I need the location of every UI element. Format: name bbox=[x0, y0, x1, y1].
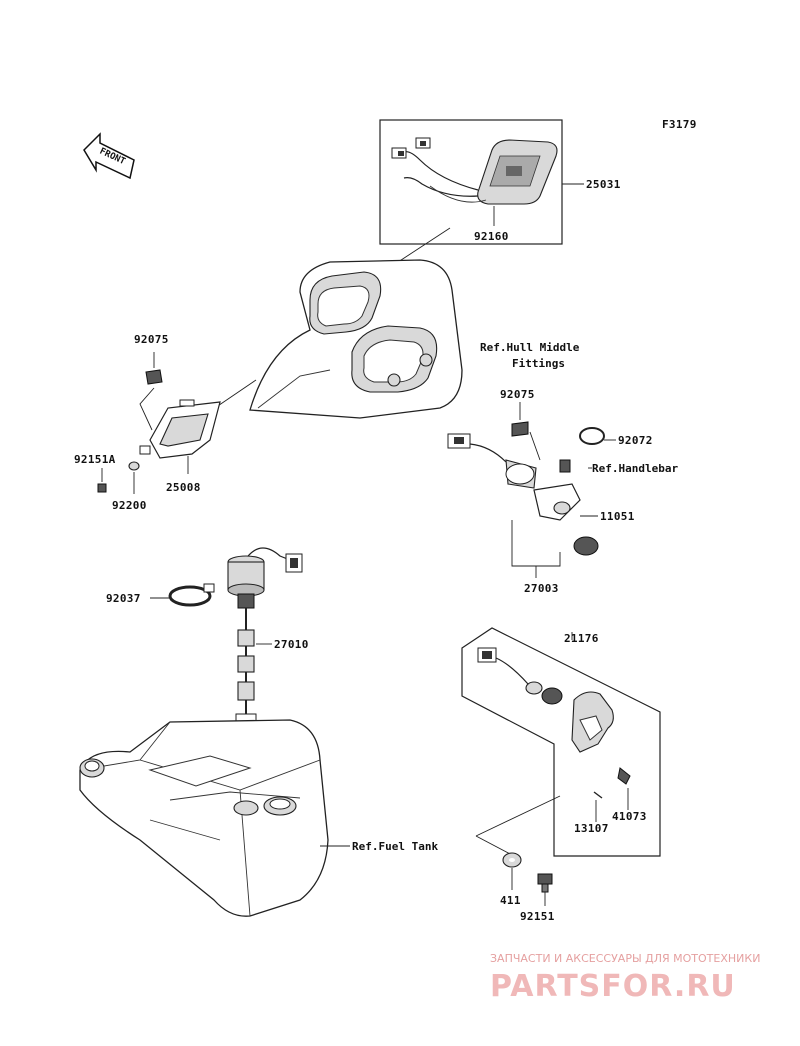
label-92075-left: 92075 bbox=[134, 333, 169, 346]
watermark-tagline: ЗАПЧАСТИ И АКСЕССУАРЫ ДЛЯ МОТОТЕХНИКИ bbox=[490, 952, 760, 965]
clip-92075-left bbox=[139, 352, 163, 431]
fuel-tank bbox=[79, 719, 350, 917]
label-92072: 92072 bbox=[618, 434, 653, 447]
gauge-box-21176 bbox=[461, 627, 661, 857]
label-92200: 92200 bbox=[112, 499, 147, 512]
label-25008: 25008 bbox=[166, 481, 201, 494]
washer-92200 bbox=[128, 461, 140, 494]
bolt-92151 bbox=[537, 873, 553, 906]
label-411: 411 bbox=[500, 894, 521, 907]
label-92160: 92160 bbox=[474, 230, 509, 243]
label-21176: 21176 bbox=[564, 632, 599, 645]
bracket-25008 bbox=[139, 399, 221, 474]
label-92037: 92037 bbox=[106, 592, 141, 605]
screw-92151a bbox=[97, 468, 107, 493]
meter-assembly bbox=[379, 119, 584, 245]
switch-11051 bbox=[447, 433, 599, 578]
label-41073: 41073 bbox=[612, 810, 647, 823]
hull-panel bbox=[249, 259, 463, 419]
clip-92075-right bbox=[511, 402, 541, 461]
figure-code: F3179 bbox=[662, 118, 697, 131]
label-92151: 92151 bbox=[520, 910, 555, 923]
ref-handlebar: Ref.Handlebar bbox=[592, 462, 678, 475]
label-27010: 27010 bbox=[274, 638, 309, 651]
fuel-sender-27010 bbox=[227, 547, 303, 728]
ref-hull-line1: Ref.Hull Middle bbox=[480, 341, 580, 354]
clamp-92037 bbox=[150, 583, 215, 607]
nut-411 bbox=[502, 852, 522, 890]
label-92151a: 92151A bbox=[74, 453, 116, 466]
ref-hull-line2: Fittings bbox=[512, 357, 565, 370]
label-92075-right: 92075 bbox=[500, 388, 535, 401]
ref-fuel-tank: Ref.Fuel Tank bbox=[352, 840, 438, 853]
label-13107: 13107 bbox=[574, 822, 609, 835]
front-arrow-icon: FRONT bbox=[83, 132, 135, 180]
label-25031: 25031 bbox=[586, 178, 621, 191]
watermark-logo: PARTSFOR.RU bbox=[490, 969, 736, 1004]
ring-92072 bbox=[579, 427, 616, 445]
label-11051: 11051 bbox=[600, 510, 635, 523]
label-27003: 27003 bbox=[524, 582, 559, 595]
